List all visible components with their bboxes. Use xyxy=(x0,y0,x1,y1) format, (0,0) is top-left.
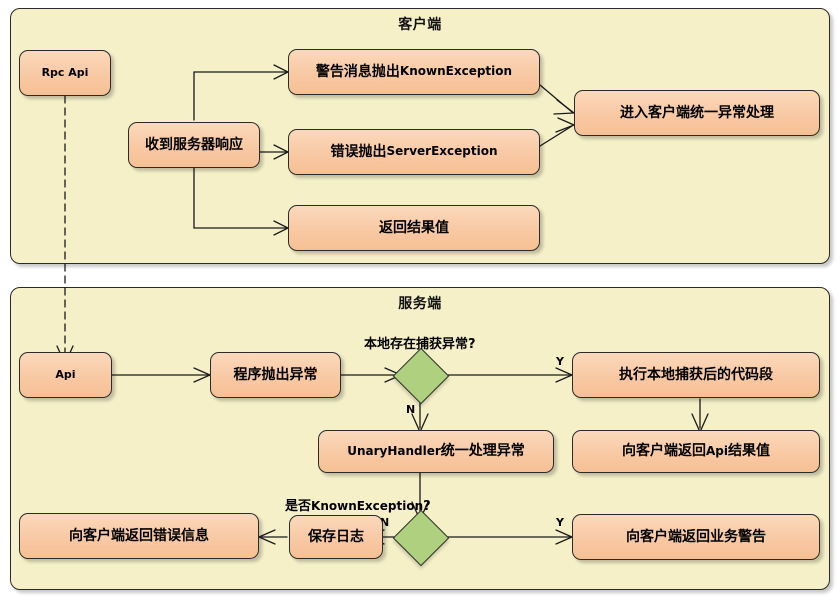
node-error-label-cn: 错误抛出 xyxy=(330,143,387,160)
node-api[interactable]: Api xyxy=(19,352,112,398)
panel-client-title: 客户端 xyxy=(398,17,442,33)
edge-error-to-unified xyxy=(539,125,573,147)
decision-local-catch-label: 本地存在捕获异常? xyxy=(364,337,476,352)
node-apiresult-label-pre: 向客户端返回 xyxy=(622,443,706,460)
node-return-error-info[interactable]: 向客户端返回错误信息 xyxy=(19,513,259,559)
decision2-label-cn: 是否 xyxy=(285,499,312,514)
node-apiresult-label-post: 结果值 xyxy=(728,443,770,460)
node-unary-label-en: UnaryHandler xyxy=(347,443,441,458)
node-return-business-warning[interactable]: 向客户端返回业务警告 xyxy=(572,514,820,560)
node-throw-exception[interactable]: 程序抛出异常 xyxy=(210,352,341,398)
node-return-result[interactable]: 返回结果值 xyxy=(288,205,540,251)
decision2-label-qmark: ? xyxy=(423,499,431,514)
node-recv-response[interactable]: 收到服务器响应 xyxy=(128,122,260,168)
node-warn-label-cn: 警告消息抛出 xyxy=(315,63,400,80)
node-error-label-en: ServerException xyxy=(386,144,498,159)
node-run-local-catch-code[interactable]: 执行本地捕获后的代码段 xyxy=(572,352,820,398)
node-apiresult-label-en: Api xyxy=(706,443,728,458)
edge-label-decision2-yes: Y xyxy=(556,516,564,529)
arrow-savelog-to-errorinfo xyxy=(257,529,276,545)
decision2-label-en: KnownException xyxy=(311,499,424,513)
node-unary-label-cn: 统一处理异常 xyxy=(440,443,525,460)
node-client-unified-exception[interactable]: 进入客户端统一异常处理 xyxy=(574,90,820,136)
node-save-log[interactable]: 保存日志 xyxy=(289,515,383,559)
panel-server-title: 服务端 xyxy=(398,296,442,312)
node-rpc-api[interactable]: Rpc Api xyxy=(19,50,111,96)
edge-label-decision1-yes: Y xyxy=(556,355,564,368)
edge-label-decision1-no: N xyxy=(406,403,416,416)
edge-label-decision2-no: N xyxy=(380,516,390,529)
node-warn-label-en: KnownException xyxy=(399,64,513,79)
decision-known-exception-label: 是否KnownException? xyxy=(285,495,431,514)
